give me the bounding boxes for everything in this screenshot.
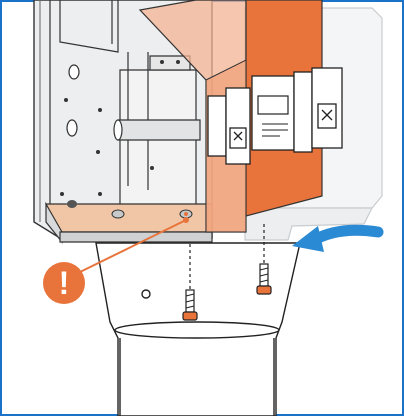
- warning-glyph: !: [58, 265, 70, 301]
- rotate-arrow-icon: [292, 224, 384, 252]
- bolt-left: [182, 244, 198, 321]
- bolt-right: [256, 224, 272, 295]
- din-rail-devices: [207, 67, 343, 165]
- pole-hole-icon: [141, 289, 151, 299]
- warning-icon: [43, 262, 85, 304]
- base-plate: [45, 200, 213, 244]
- warning-callout: [43, 217, 189, 304]
- mounting-pole: [95, 242, 301, 416]
